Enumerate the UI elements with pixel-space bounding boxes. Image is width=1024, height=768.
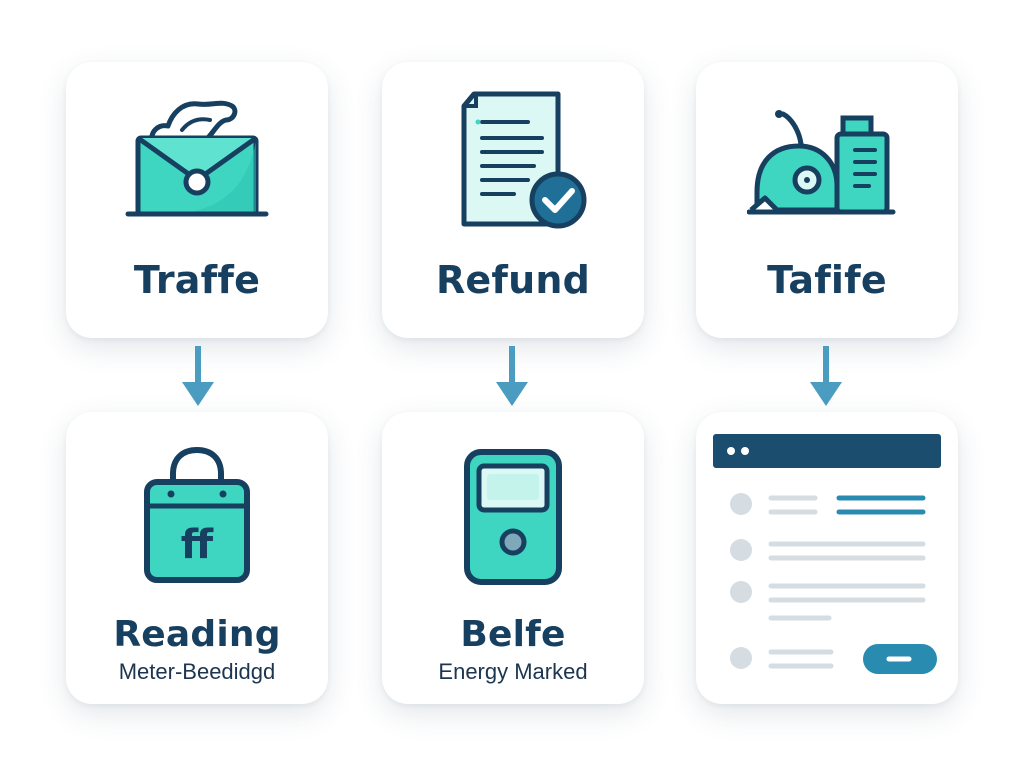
bag-icon: ff (66, 444, 328, 586)
machine-battery-icon (696, 100, 958, 230)
down-arrow-icon (182, 346, 214, 406)
card-title: Belfe (460, 614, 566, 655)
card-tafife: Tafife (696, 62, 958, 338)
down-arrow-icon (810, 346, 842, 406)
card-title: Refund (435, 258, 591, 302)
card-subtitle: Meter-Beedidgd (118, 659, 276, 684)
card-traffe: Traffe (66, 62, 328, 338)
card-refund: Refund (382, 62, 644, 338)
card-subtitle: Energy Marked (438, 659, 588, 684)
envelope-icon (66, 90, 328, 230)
card-reading: ff Reading Meter-Beedidgd (66, 412, 328, 704)
card-title: Reading (113, 614, 281, 655)
meter-device-icon (382, 446, 644, 588)
bag-glyph: ff (181, 522, 214, 568)
card-belfe: Belfe Energy Marked (382, 412, 644, 704)
card-title: Tafife (767, 258, 887, 302)
browser-window-icon (696, 432, 958, 678)
document-check-icon (382, 88, 644, 238)
card-browser (696, 412, 958, 704)
card-title: Traffe (133, 258, 261, 302)
down-arrow-icon (496, 346, 528, 406)
